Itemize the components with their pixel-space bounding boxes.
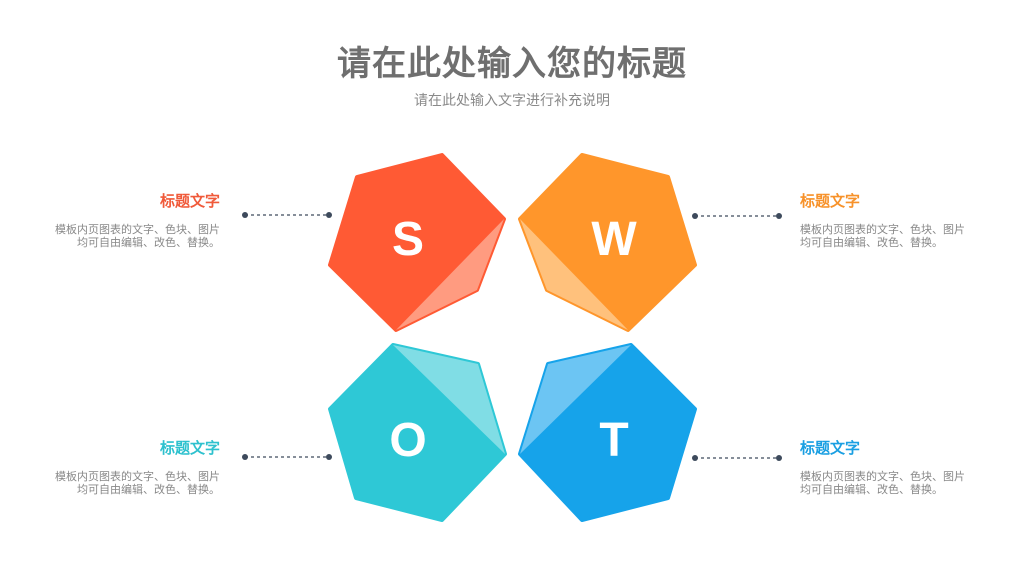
swot-o-letter: O xyxy=(389,414,426,467)
connector-o xyxy=(242,454,332,460)
t-description: 模板内页图表的文字、色块、图片均可自由编辑、改色、替换。 xyxy=(800,470,965,496)
swot-s-letter: S xyxy=(392,213,424,266)
o-label: 标题文字 xyxy=(159,439,220,457)
t-label: 标题文字 xyxy=(800,439,861,457)
page-subtitle: 请在此处输入文字进行补充说明 xyxy=(414,93,610,109)
swot-s-block[interactable]: S xyxy=(328,153,506,332)
swot-w-block[interactable]: W xyxy=(518,153,697,332)
s-description: 模板内页图表的文字、色块、图片均可自由编辑、改色、替换。 xyxy=(55,223,220,249)
w-description: 模板内页图表的文字、色块、图片均可自由编辑、改色、替换。 xyxy=(800,223,965,249)
swot-w-letter: W xyxy=(591,213,637,266)
page-title: 请在此处输入您的标题 xyxy=(337,44,687,84)
s-label: 标题文字 xyxy=(159,192,220,210)
swot-t-letter: T xyxy=(599,414,628,467)
connector-s xyxy=(242,212,332,218)
swot-t-block[interactable]: T xyxy=(518,343,697,522)
connector-t xyxy=(692,455,782,461)
connector-w xyxy=(692,213,782,219)
o-description: 模板内页图表的文字、色块、图片均可自由编辑、改色、替换。 xyxy=(55,470,220,496)
w-label: 标题文字 xyxy=(800,192,861,210)
swot-o-block[interactable]: O xyxy=(328,343,507,522)
